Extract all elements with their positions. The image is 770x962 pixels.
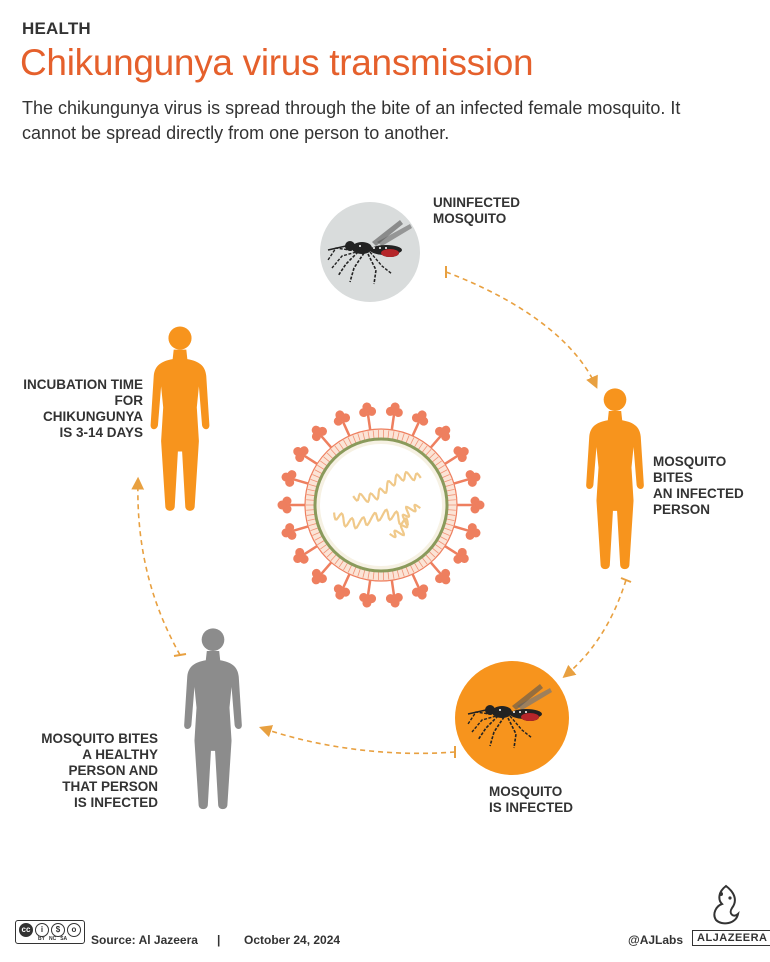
virus-rna	[332, 508, 410, 530]
uninfected-mosquito-node	[320, 202, 420, 302]
virus-spike	[465, 523, 481, 540]
label-mosquito-bites-healthy: MOSQUITO BITES A HEALTHY PERSON AND THAT…	[41, 731, 158, 810]
virus-spike	[333, 584, 351, 600]
page-subtitle: The chikungunya virus is spread through …	[22, 98, 681, 143]
arrow-healthy-to-incubation	[131, 476, 181, 656]
creative-commons-icon: cc i $ o BY NC SA	[15, 920, 85, 944]
virus-spike	[359, 592, 377, 608]
virus-spike	[453, 547, 469, 564]
virus-spike	[293, 446, 309, 463]
cycle-arrows	[131, 266, 632, 758]
virus-rna	[389, 503, 421, 539]
virus-spike	[465, 470, 481, 487]
virus-spike	[411, 584, 429, 600]
person-silhouette-icon	[586, 388, 644, 570]
virus-rna	[352, 470, 422, 504]
infected-mosquito-node	[455, 661, 569, 775]
arrow-bite-to-infected	[562, 579, 627, 679]
virus-spike	[311, 425, 327, 442]
label-incubation-time: INCUBATION TIME FOR CHIKUNGUNYA IS 3-14 …	[23, 377, 143, 440]
label-uninfected-mosquito: UNINFECTED MOSQUITO	[433, 195, 520, 226]
virus-spike	[281, 470, 297, 487]
virus-spike	[453, 446, 469, 463]
virus-spike	[385, 402, 403, 418]
arrow-uninfected-to-bite	[445, 271, 598, 389]
virus-icon	[277, 402, 485, 608]
virus-spike	[411, 410, 429, 426]
arrow-infected-to-healthy	[258, 725, 456, 755]
label-mosquito-bites-infected: MOSQUITO BITES AN INFECTED PERSON	[653, 454, 744, 517]
al-jazeera-logo-icon	[713, 884, 740, 925]
virus-spike	[385, 592, 403, 608]
mosquito-icon	[467, 683, 553, 749]
virus-spike	[293, 547, 309, 564]
license-nc: NC	[48, 936, 57, 942]
virus-spike	[311, 568, 327, 585]
source-text: Source: Al Jazeera	[91, 933, 198, 947]
virus-spike	[470, 496, 485, 514]
virus-spike	[359, 402, 377, 418]
license-sa: SA	[60, 936, 68, 942]
license-by: BY	[38, 936, 45, 942]
ajlabs-handle: @AJLabs	[628, 933, 684, 947]
mosquito-icon	[327, 219, 413, 285]
virus-spike	[435, 568, 451, 585]
person-silhouette-icon	[184, 628, 242, 810]
category-label: HEALTH	[22, 19, 91, 38]
virus-spike	[281, 523, 297, 540]
date-text: October 24, 2024	[244, 933, 341, 947]
page-title: Chikungunya virus transmission	[20, 42, 534, 83]
label-mosquito-infected: MOSQUITO IS INFECTED	[489, 784, 574, 815]
virus-spike	[333, 410, 351, 426]
aljazeera-brand: ALJAZEERA	[692, 930, 770, 946]
person-silhouette-icon	[150, 326, 210, 511]
virus-spike	[277, 496, 292, 514]
footer-separator: |	[217, 933, 221, 947]
virus-spike	[435, 425, 451, 442]
